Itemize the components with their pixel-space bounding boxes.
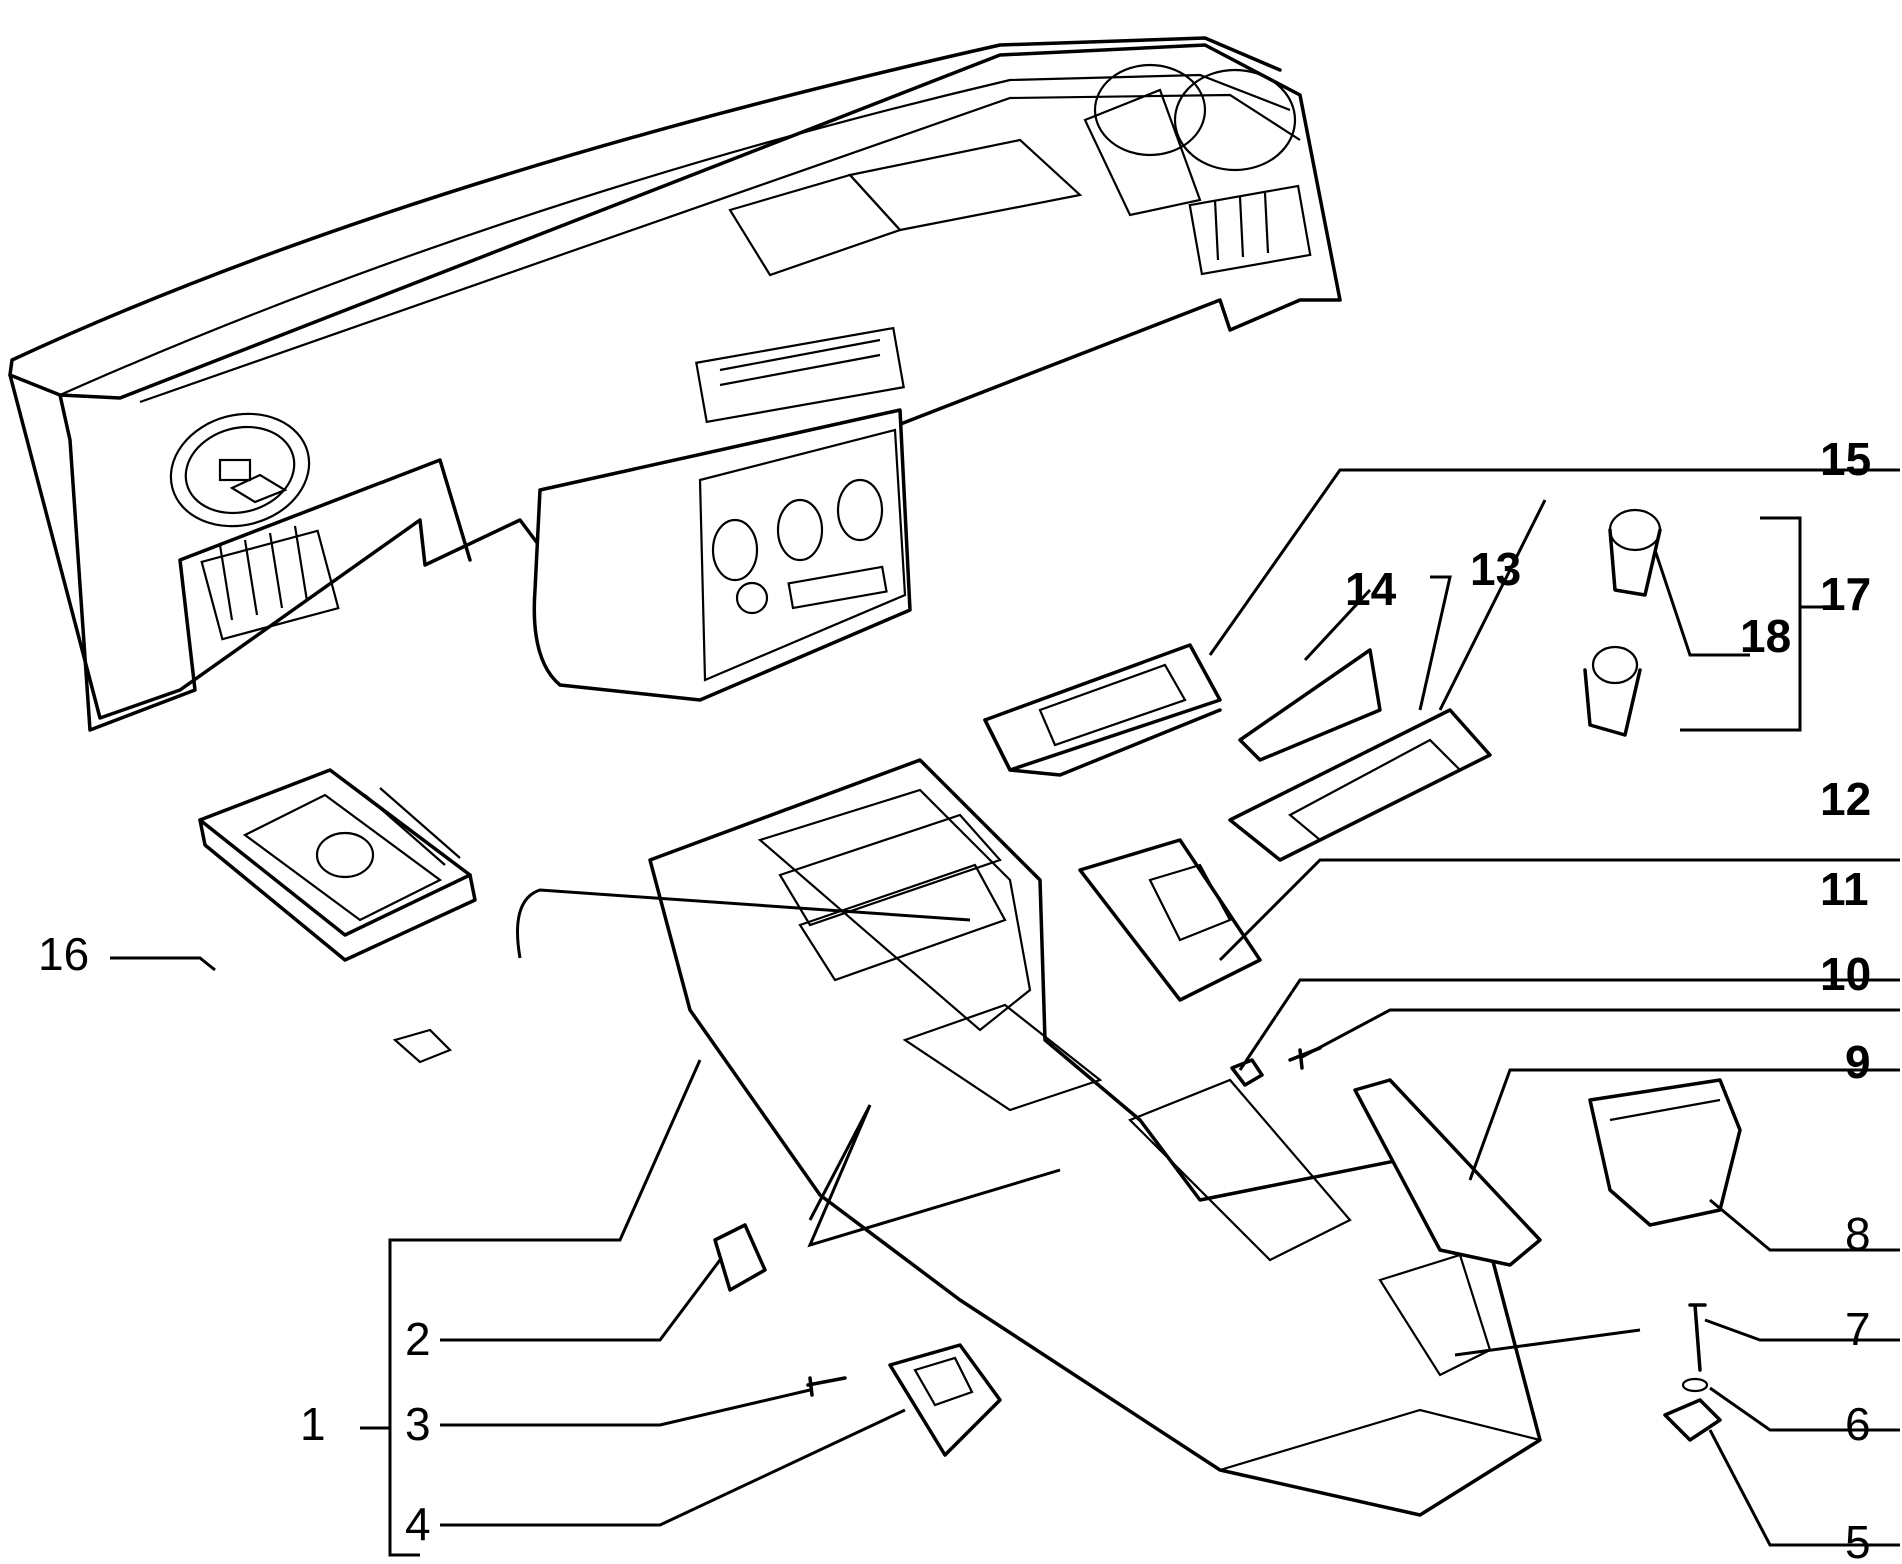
ashtray-13 (1228, 708, 1492, 862)
cigar-lighter-17 (1583, 508, 1662, 737)
clip-11 (1230, 1058, 1264, 1087)
callout-17: 17 (1820, 568, 1871, 620)
heater-control-panel (532, 408, 912, 702)
callout-12: 12 (1820, 773, 1871, 825)
leader-lines (110, 468, 1900, 1557)
callout-2: 2 (405, 1313, 431, 1365)
gear-cover-12 (1078, 838, 1262, 1002)
washer-6 (1681, 1377, 1709, 1393)
callout-18: 18 (1740, 610, 1791, 662)
switch-housing-8 (1588, 1078, 1742, 1227)
storage-tray-15 (983, 643, 1222, 777)
dashboard-panel (8, 36, 1342, 732)
callout-15: 15 (1820, 433, 1871, 485)
nut-5 (1663, 1398, 1722, 1442)
callout-4: 4 (405, 1498, 431, 1550)
callout-labels: 1 2 3 4 5 6 7 8 9 10 11 12 13 14 15 16 1… (38, 433, 1871, 1564)
callout-13: 13 (1470, 543, 1521, 595)
callout-6: 6 (1845, 1398, 1871, 1450)
callout-8: 8 (1845, 1208, 1871, 1260)
callout-11: 11 (1820, 863, 1869, 915)
callout-16: 16 (38, 928, 89, 980)
callout-3: 3 (405, 1398, 431, 1450)
callout-10: 10 (1820, 948, 1871, 1000)
callout-9: 9 (1845, 1036, 1871, 1088)
bolt-7 (1688, 1303, 1707, 1372)
callout-14: 14 (1345, 563, 1397, 615)
bracket-4 (888, 1343, 1002, 1457)
screw-3 (806, 1376, 847, 1397)
callout-5: 5 (1845, 1516, 1871, 1564)
clip-2 (713, 1223, 767, 1292)
armrest-9 (1353, 1078, 1542, 1267)
callout-1: 1 (300, 1398, 326, 1450)
callout-7: 7 (1845, 1303, 1871, 1355)
insert-14 (1238, 648, 1382, 762)
climate-switch-unit (198, 458, 477, 1064)
